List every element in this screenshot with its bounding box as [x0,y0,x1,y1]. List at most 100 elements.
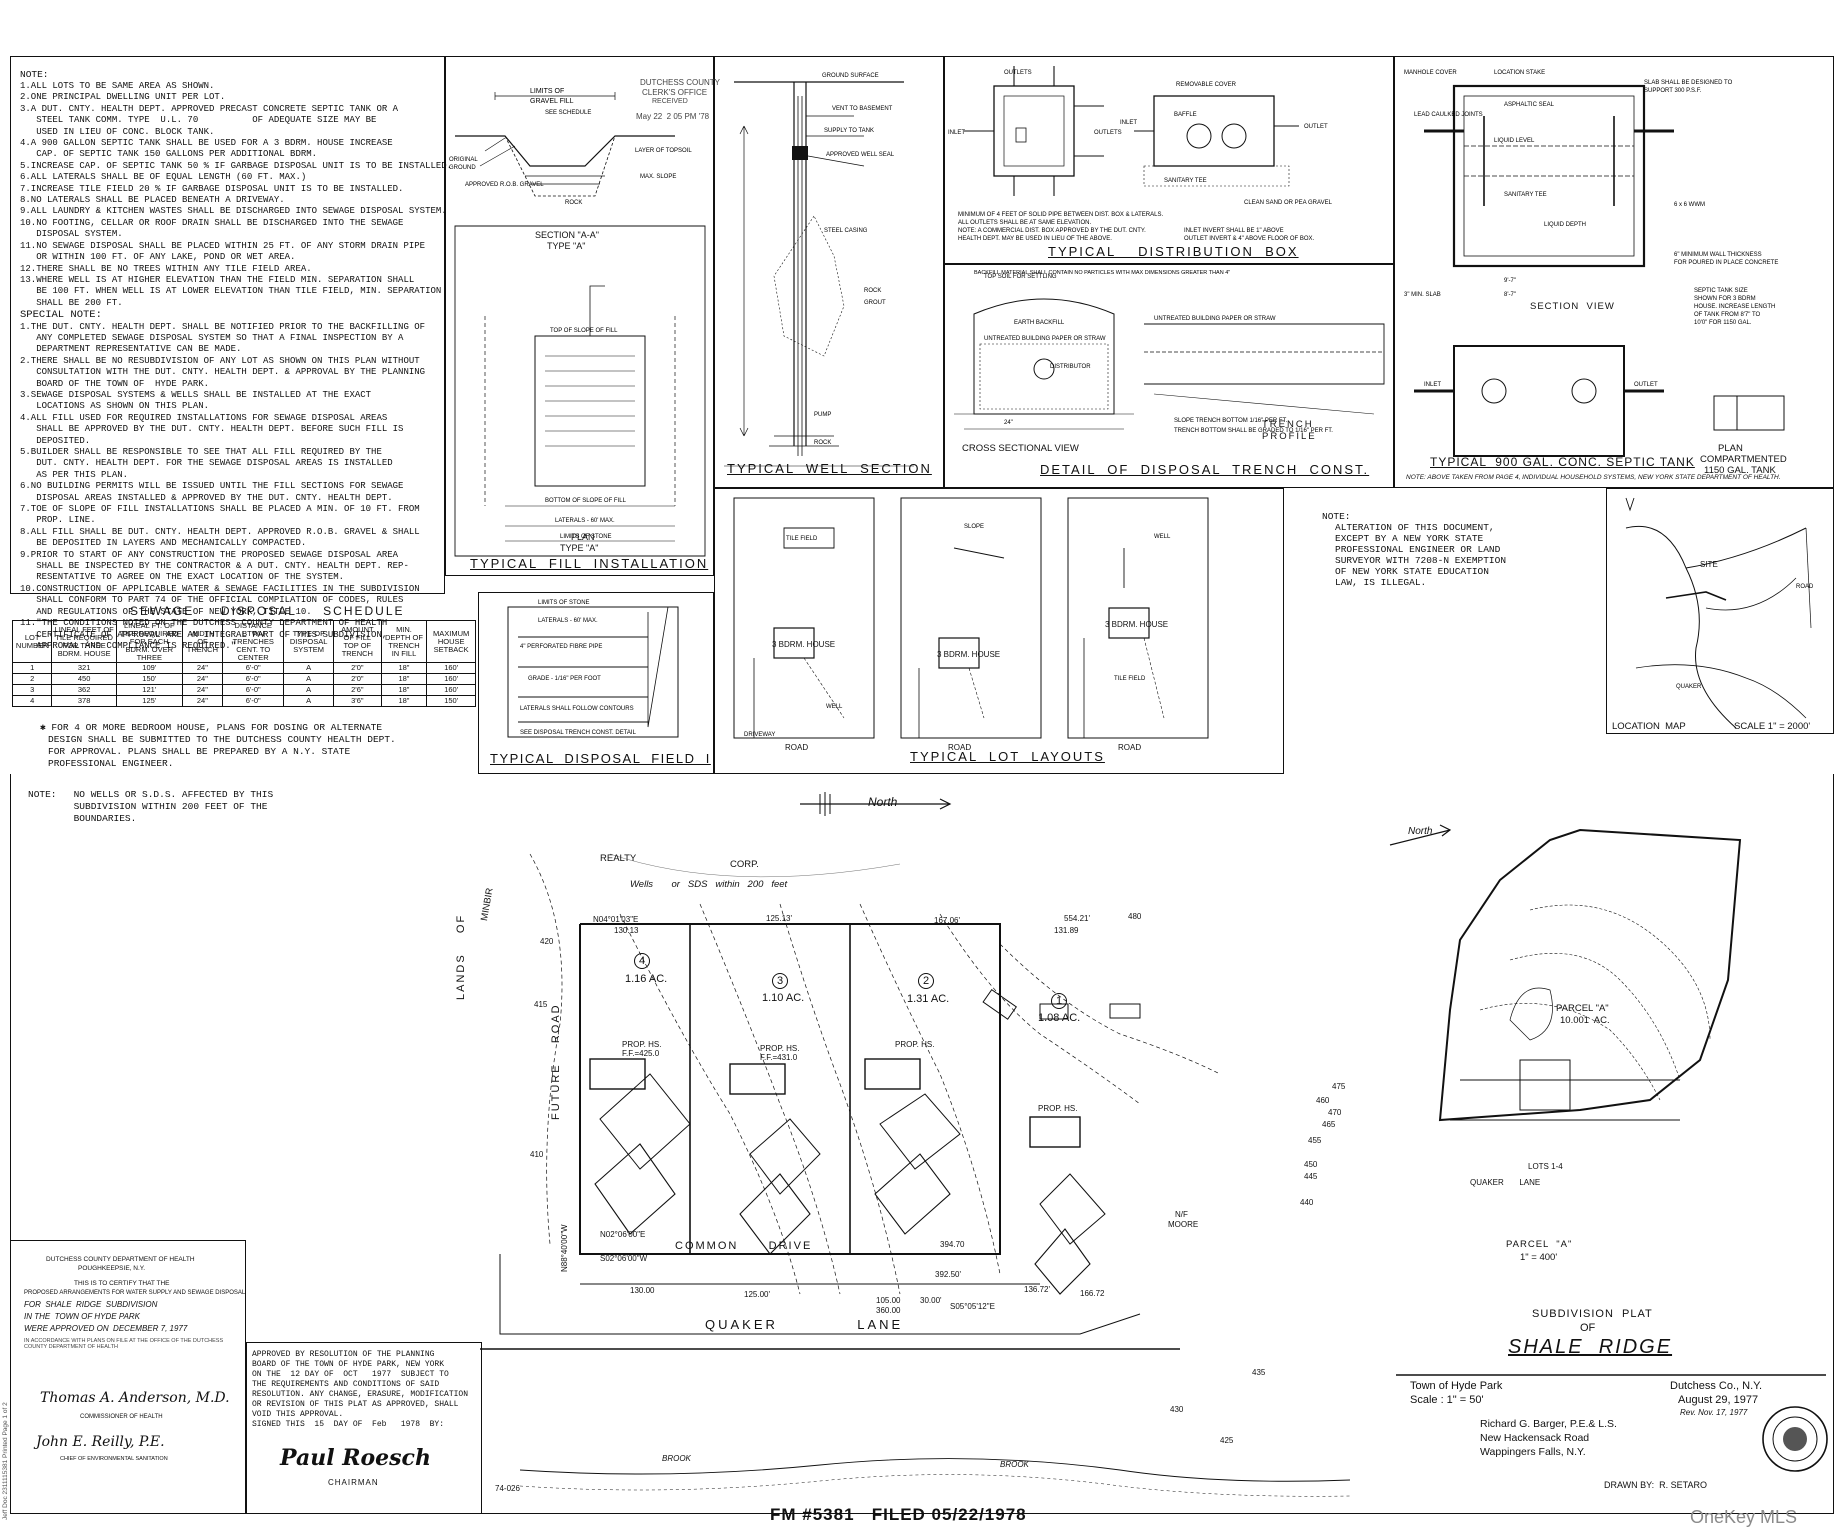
parcel-area: 10.001 AC. [1560,1015,1610,1026]
alteration-note-line: PROFESSIONAL ENGINEER OR LAND [1335,544,1501,555]
side-stamp: Jeff Doc 2311115381 Printed Page 1 of 2 [2,1402,9,1520]
plat-dim: N02°06'00"E [600,1230,646,1239]
clerk-stamp-line4: May 22 2 05 PM '78 [636,112,710,121]
alteration-note-line: ALTERATION OF THIS DOCUMENT, [1335,522,1495,533]
special-note-heading: SPECIAL NOTE: [20,309,102,322]
plat-nif: N/F [1175,1210,1188,1219]
plat-dim: S05°05'12"E [950,1302,995,1311]
parcel-lots-label: LOTS 1-4 [1528,1162,1563,1171]
lot-layouts-drawing: TILE FIELD TILE FIELD WELL WELL DRIVEWAY… [733,497,1209,739]
svg-text:UNTREATED BUILDING PAPER OR ST: UNTREATED BUILDING PAPER OR STRAW [984,336,1106,342]
plat-north-label: North [868,795,898,809]
special-note-line: DEPARTMENT REPRESENTATIVE CAN BE MADE. [20,344,242,355]
contour-label: 465 [1322,1120,1336,1129]
svg-text:LIQUID DEPTH: LIQUID DEPTH [1544,222,1586,228]
notes-panel [10,56,445,594]
parcel-road-label: QUAKER LANE [1470,1178,1541,1187]
svg-text:SEPTIC TANK SIZE: SEPTIC TANK SIZE [1694,288,1748,294]
svg-text:TOP SOIL FOR SETTLING: TOP SOIL FOR SETTLING [984,274,1057,280]
contour-label: 445 [1304,1172,1318,1181]
section-a-panel [445,56,714,576]
svg-text:ORIGINAL: ORIGINAL [449,157,478,163]
table-cell: 18" [380,695,428,707]
contour-label: 455 [1308,1136,1322,1145]
note-line: 12.THERE SHALL BE NO TREES WITHIN ANY TI… [20,263,312,274]
bedroom-note-line: DESIGN SHALL BE SUBMITTED TO THE DUTCHES… [48,734,396,745]
clerk-stamp-line3: RECEIVED [652,98,688,105]
svg-text:EARTH BACKFILL: EARTH BACKFILL [1014,320,1065,326]
plat-moore: MOORE [1168,1220,1199,1229]
plat-heading-of: OF [1580,1322,1596,1334]
svg-text:OUTLETS: OUTLETS [1004,70,1032,76]
svg-text:BACKFILL MATERIAL SHALL CONTAI: BACKFILL MATERIAL SHALL CONTAIN NO PARTI… [974,270,1230,276]
svg-text:GROUT: GROUT [864,300,886,306]
table-cell: 160' [426,673,476,686]
svg-text:OUTLET: OUTLET [1634,382,1658,388]
table-cell: 18" [380,673,428,686]
svg-text:REMOVABLE COVER: REMOVABLE COVER [1176,82,1237,88]
svg-text:TRENCH BOTTOM SHALL BE GRADED: TRENCH BOTTOM SHALL BE GRADED TO 1/16" P… [1174,428,1333,434]
note-line: 8.NO LATERALS SHALL BE PLACED BENEATH A … [20,195,285,206]
location-map-label: LOCATION MAP [1612,721,1686,732]
trench-drawing: TOP SOIL FOR SETTLING EARTH BACKFILL UNT… [954,270,1385,434]
svg-text:APPROVED WELL SEAL: APPROVED WELL SEAL [826,152,895,158]
svg-text:NOTE: A COMMERCIAL DIST. BOX A: NOTE: A COMMERCIAL DIST. BOX APPROVED BY… [958,228,1146,234]
svg-text:LATERALS - 60' MAX.: LATERALS - 60' MAX. [555,518,615,524]
svg-text:SANITARY TEE: SANITARY TEE [1164,178,1207,184]
svg-text:INLET: INLET [1120,120,1137,126]
special-note-line: 2.THERE SHALL BE NO RESUBDIVISION OF ANY… [20,355,420,366]
svg-text:CLEAN SAND OR PEA GRAVEL: CLEAN SAND OR PEA GRAVEL [1244,200,1333,206]
prop-house-label: PROP. HS. F.F.=431.0 [760,1044,800,1063]
table-cell: 2 [11,673,53,686]
svg-text:SHOWN FOR 3 BDRM: SHOWN FOR 3 BDRM [1694,296,1756,302]
svg-text:ROCK: ROCK [565,200,582,206]
plat-dim: 105.00 [876,1296,901,1305]
health-cert-line: POUGHKEEPSIE, N.Y. [78,1265,146,1272]
table-cell: 24" [181,673,224,686]
svg-text:STEEL CASING: STEEL CASING [824,228,868,234]
svg-text:WELL: WELL [826,704,843,710]
plat-dim: N88°40'00"W [560,1224,569,1272]
special-note-line: 8.ALL FILL SHALL BE DUT. CNTY. HEALTH DE… [20,526,420,537]
plat-lands-of: LANDS OF [455,913,467,1000]
svg-text:OF TANK FROM 8'7" TO: OF TANK FROM 8'7" TO [1694,312,1761,318]
plat-date: August 29, 1977 [1678,1394,1759,1406]
svg-text:HOUSE. INCREASE LENGTH: HOUSE. INCREASE LENGTH [1694,304,1775,310]
planning-line: APPROVED BY RESOLUTION OF THE PLANNING [252,1350,435,1359]
svg-text:LIMITS OF STONE: LIMITS OF STONE [538,600,590,606]
table-cell: A [283,662,334,675]
schedule-title: SEWAGE DISPOSAL SCHEDULE [130,604,405,618]
note-line: 7.INCREASE TILE FIELD 20 % IF GARBAGE DI… [20,183,404,194]
svg-text:10'0" FOR 1150 GAL.: 10'0" FOR 1150 GAL. [1694,320,1752,326]
special-note-line: SHALL CONFORM TO PART 74 OF THE OFFICIAL… [20,595,404,606]
parcel-name: PARCEL "A" [1556,1003,1609,1014]
fill-plan-label: PLAN [571,532,595,542]
plat-dim: 125.13' [766,914,792,923]
planning-line: OR REVISION OF THIS PLAT AS APPROVED, SH… [252,1400,459,1409]
table-cell: 6'-0" [222,662,285,675]
svg-text:BOTTOM OF SLOPE OF FILL: BOTTOM OF SLOPE OF FILL [545,498,627,504]
bedroom-note-line: FOR APPROVAL. PLANS SHALL BE PREPARED BY… [48,746,351,757]
table-cell: 3'6" [332,695,382,707]
table-cell: 160' [426,662,476,675]
health-cert-line: DUTCHESS COUNTY DEPARTMENT OF HEALTH [46,1256,195,1263]
svg-text:8'-7": 8'-7" [1504,292,1516,298]
plat-name: SHALE RIDGE [1508,1336,1673,1358]
septic-plan-sub1: COMPARTMENTED [1700,454,1787,465]
alteration-note-line: SURVEYOR WITH 7208-N EXEMPTION [1335,555,1507,566]
svg-text:ALL OUTLETS SHALL BE AT SAME E: ALL OUTLETS SHALL BE AT SAME ELEVATION. [958,220,1091,226]
sewage-schedule-table: LOT NUMBER LINEAL FEET OF TILE REQUIRED … [11,619,476,707]
plat-common-drive: COMMON DRIVE [675,1240,813,1252]
schedule-header-cell: LOT NUMBER [11,619,53,664]
clerk-stamp-line1: DUTCHESS COUNTY [640,78,721,87]
location-map-drawing: ROAD QUAKER [1625,497,1814,729]
svg-text:SEE SCHEDULE: SEE SCHEDULE [545,110,591,116]
special-note-line: 3.SEWAGE DISPOSAL SYSTEMS & WELLS SHALL … [20,389,372,400]
lot-layouts-title: TYPICAL LOT LAYOUTS [910,749,1105,764]
note-line: 3.A DUT. CNTY. HEALTH DEPT. APPROVED PRE… [20,103,399,114]
table-cell: 125' [115,695,183,707]
distribution-box-title: TYPICAL DISTRIBUTION BOX [1048,244,1299,259]
svg-text:SEE DISPOSAL TRENCH CONST. DET: SEE DISPOSAL TRENCH CONST. DETAIL [520,730,637,736]
special-note-line: AND REGULATIONS OF THE STATE OF NEW YORK… [20,606,312,617]
health-cert-title-2: CHIEF OF ENVIRONMENTAL SANITATION [60,1456,168,1462]
